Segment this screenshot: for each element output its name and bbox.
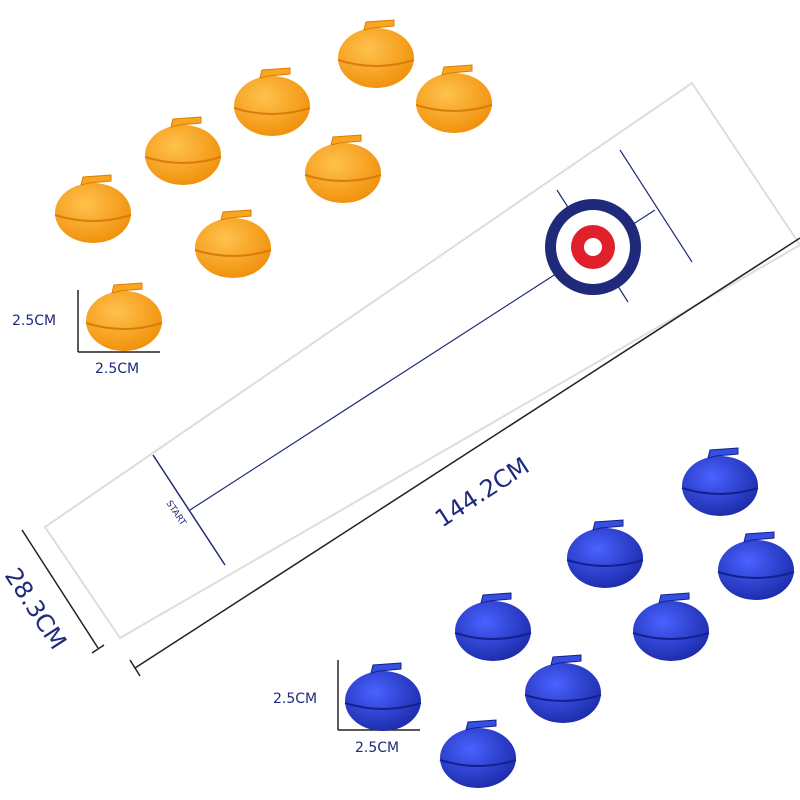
blue-width-label: 2.5CM	[355, 740, 399, 756]
blue-height-label: 2.5CM	[273, 691, 317, 707]
start-line	[152, 454, 226, 566]
length-label: 144.2CM	[430, 452, 534, 533]
orange-height-label: 2.5CM	[12, 313, 56, 329]
curling-mat: START	[43, 81, 800, 640]
orange-width-label: 2.5CM	[95, 361, 139, 377]
blue-stones	[344, 447, 795, 789]
width-label: 28.3CM	[0, 563, 72, 654]
target-house	[545, 199, 641, 295]
